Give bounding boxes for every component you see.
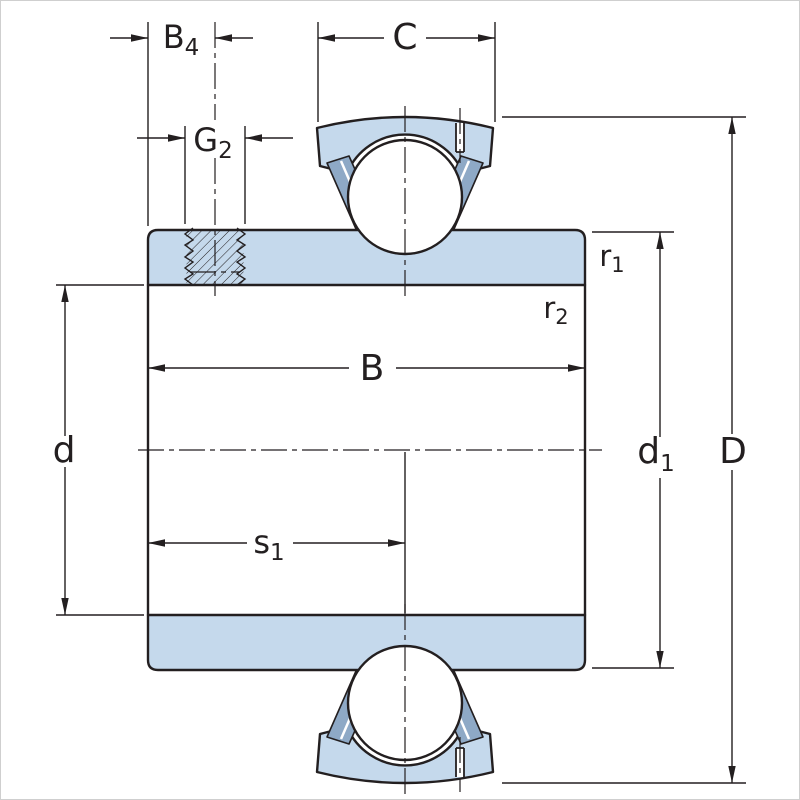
dimension-r2: r2	[543, 291, 568, 329]
outer-ring-bottom-profile	[315, 725, 495, 785]
dimension-B4: B4	[110, 18, 253, 61]
dim-label-g2: G2	[193, 121, 232, 164]
locating-slot-top	[456, 123, 464, 152]
thread-zigzag-left	[183, 227, 195, 286]
centerlines	[138, 22, 602, 796]
dimension-r1: r1	[599, 239, 624, 277]
dim-label-r1: r1	[599, 239, 624, 277]
inner-ring-section	[146, 228, 587, 672]
dim-label-d1: d1	[637, 431, 675, 477]
dimension-G2: G2	[137, 121, 293, 164]
dimension-d1: d1	[637, 232, 675, 668]
dimension-d: d	[53, 285, 76, 615]
dim-label-b4: B4	[163, 18, 200, 61]
dimension-B: B	[148, 348, 585, 389]
extension-lines	[56, 22, 746, 784]
dim-label-b: B	[360, 348, 385, 389]
dim-label-c: C	[392, 17, 417, 58]
dim-label-r2: r2	[543, 291, 568, 329]
dimension-D: D	[719, 117, 747, 783]
dim-label-d: d	[53, 430, 76, 471]
inner-ring-top-bar	[146, 228, 587, 287]
dimension-s1: s1	[148, 523, 405, 566]
dim-label-s1: s1	[253, 523, 284, 566]
dimension-C: C	[318, 17, 495, 58]
dim-label-D: D	[719, 431, 747, 472]
thread-zigzag-right	[235, 227, 247, 286]
inner-ring-bottom-bar	[146, 613, 587, 672]
outer-ring-top-profile	[315, 115, 495, 175]
